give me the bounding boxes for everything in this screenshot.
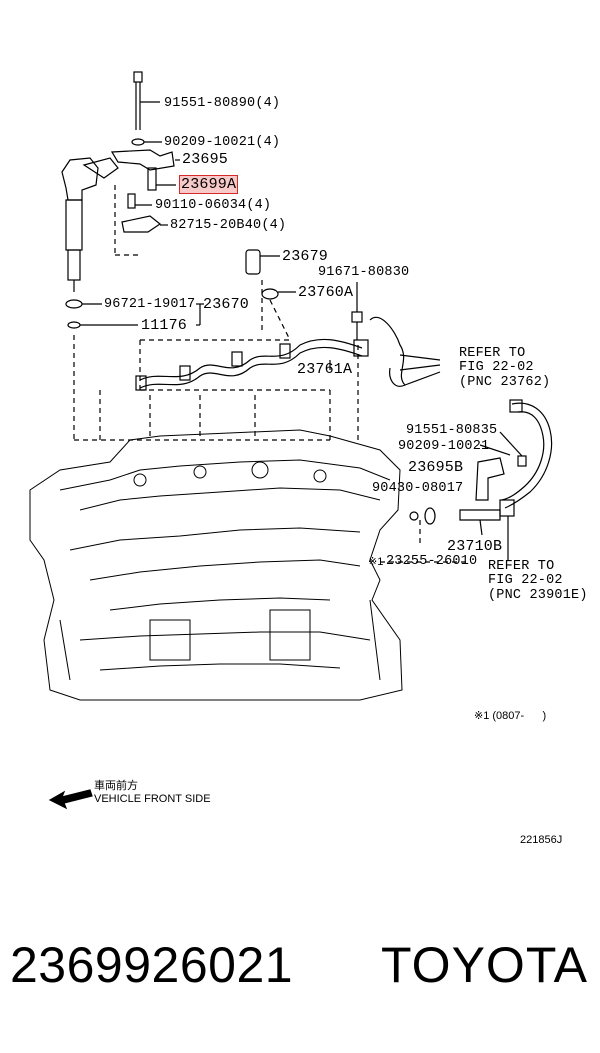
- figure-code: 221856J: [520, 834, 563, 846]
- label-bolt-right[interactable]: 91671-80830: [318, 265, 410, 280]
- label-plug[interactable]: 90430-08017: [372, 481, 464, 496]
- seal-ring-part: [67, 321, 138, 329]
- engine-block: [29, 429, 403, 701]
- direction-jp: 車両前方: [94, 780, 138, 792]
- washer-top-part: [131, 138, 162, 146]
- clamp-part: [110, 149, 180, 171]
- highlight-box[interactable]: 23699A: [179, 175, 239, 194]
- label-refer-1-line2[interactable]: FIG 22-02: [459, 360, 534, 375]
- refer-1-part: [369, 316, 441, 387]
- gasket-b-part: [424, 507, 436, 525]
- product-footer: 2369926021 TOYOTA: [0, 940, 600, 1010]
- front-arrow-icon: [48, 789, 93, 810]
- label-clamp[interactable]: 23695: [182, 151, 229, 168]
- label-nozzle-highlight[interactable]: 23699A: [179, 175, 239, 194]
- injector-gasket-part: [65, 299, 102, 309]
- label-screw[interactable]: 90110-06034(4): [155, 198, 272, 213]
- hose-joint-part: [245, 249, 280, 275]
- clamp-b-part: [475, 457, 505, 501]
- label-washer-top[interactable]: 90209-10021(4): [164, 135, 281, 150]
- label-washer-b[interactable]: 90209-10021: [398, 439, 490, 454]
- gasket-a-part: [261, 288, 296, 300]
- direction-en: VEHICLE FRONT SIDE: [94, 793, 211, 805]
- label-refer-1-line1[interactable]: REFER TO: [459, 346, 526, 361]
- brand-name: TOYOTA: [381, 937, 588, 993]
- label-hose-joint[interactable]: 23679: [282, 248, 329, 265]
- label-injector-gasket[interactable]: 96721-19017: [104, 297, 196, 312]
- nozzle-part: [147, 167, 176, 191]
- plug-part: [409, 511, 419, 521]
- bolt-right-part: [351, 282, 363, 340]
- screw-part: [127, 193, 152, 209]
- label-refer-2-line1[interactable]: REFER TO: [488, 559, 555, 574]
- label-bracket[interactable]: 82715-20B40(4): [170, 218, 287, 233]
- label-injector[interactable]: 23670: [203, 296, 250, 313]
- label-leak-pipe[interactable]: 23761A: [297, 361, 353, 378]
- label-bolt-b[interactable]: 91551-80835: [406, 423, 498, 438]
- pipe-b-part: [459, 399, 553, 560]
- footnote: ※1 (0807- ): [474, 710, 547, 722]
- label-gasket-b[interactable]: 23255-26010: [386, 554, 478, 569]
- label-clamp-b[interactable]: 23695B: [408, 459, 464, 476]
- part-number: 2369926021: [10, 937, 294, 993]
- label-pipe-b[interactable]: 23710B: [447, 538, 503, 555]
- bracket-part: [121, 215, 168, 233]
- label-refer-2-line3[interactable]: (PNC 23901E): [488, 588, 588, 603]
- label-refer-1-line3[interactable]: (PNC 23762): [459, 375, 551, 390]
- label-bolt-top[interactable]: 91551-80890(4): [164, 96, 281, 111]
- bolt-b-part: [479, 431, 527, 467]
- leader-lines: [73, 185, 470, 563]
- injector-part: [61, 157, 119, 292]
- label-seal-ring[interactable]: 11176: [141, 317, 188, 334]
- leak-pipe-part: [135, 338, 369, 391]
- parts-diagram: [29, 71, 553, 810]
- label-refer-2-line2[interactable]: FIG 22-02: [488, 573, 563, 588]
- bolt-top-part: [133, 71, 160, 130]
- label-gasket-a[interactable]: 23760A: [298, 284, 354, 301]
- label-gasket-b-mark: ※1: [368, 556, 384, 568]
